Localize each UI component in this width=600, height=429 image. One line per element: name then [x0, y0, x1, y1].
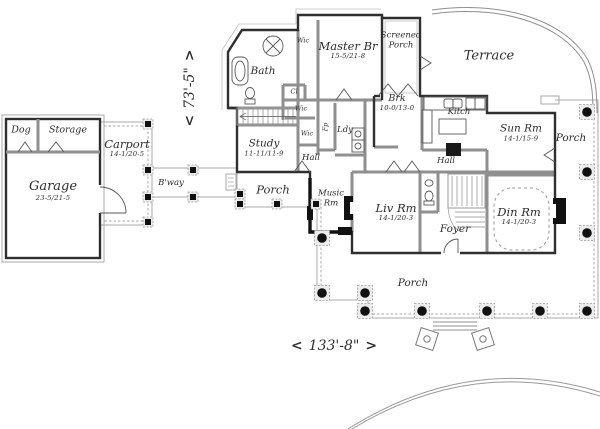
- room-dims: 14-1/20-3: [378, 213, 414, 222]
- dimension-overall-width: <133'-8" >: [288, 338, 380, 355]
- bath-fixtures: [231, 35, 284, 105]
- room-label-study: Study 11-11/11-9: [244, 138, 283, 157]
- room-name: Wic: [294, 104, 308, 113]
- room-label-wic-master: Wic: [296, 36, 310, 45]
- room-name: Garage: [28, 178, 78, 194]
- room-label-storage: Storage: [49, 124, 87, 137]
- room-label-breakfast: Brk 10-0/13-0: [379, 92, 415, 112]
- room-dims: 14-1/15-9: [503, 134, 539, 143]
- room-name: Brk: [388, 92, 406, 104]
- room-name: Din Rm: [497, 204, 541, 219]
- room-name: Terrace: [463, 48, 515, 64]
- room-label-breezeway: B'way: [158, 179, 184, 189]
- room-name: B'way: [158, 178, 184, 189]
- room-label-sun-room: Sun Rm 14-1/15-9: [500, 123, 542, 142]
- room-name: Foyer: [439, 223, 471, 236]
- room-name-line2: Rm: [323, 198, 339, 208]
- room-name: Carport: [104, 136, 150, 151]
- room-name: Storage: [49, 124, 87, 136]
- dimension-arrow-left-icon: <: [182, 114, 199, 127]
- kitchen-fixtures: [421, 96, 488, 156]
- room-name-line1: Screened: [380, 30, 422, 41]
- room-name: Porch: [397, 277, 429, 290]
- stairs-northwest: [236, 107, 299, 126]
- room-name: Wic: [296, 36, 310, 45]
- room-label-wic-hall: Wic: [294, 104, 308, 113]
- room-label-terrace: Terrace: [463, 48, 515, 65]
- room-name: Bath: [250, 65, 276, 78]
- room-dims: 14-1/20-5: [109, 149, 145, 158]
- room-name: Master Br: [318, 38, 378, 53]
- room-name: Porch: [555, 132, 587, 145]
- dimension-value: 133'-8": [308, 338, 360, 355]
- room-label-music-room: Music Rm: [318, 189, 344, 208]
- room-name: Wic: [300, 129, 314, 138]
- room-dims: 14-1/20-3: [501, 217, 537, 226]
- room-label-porch-west: Porch: [256, 182, 290, 197]
- doors: [17, 55, 556, 256]
- powder-fixtures: [423, 179, 435, 206]
- room-label-hall-east: Hall: [437, 157, 455, 167]
- dimension-overall-height: <73'-5" >: [182, 46, 199, 129]
- music-room-walls: [307, 178, 352, 235]
- room-name: Fp: [321, 122, 330, 132]
- room-label-wic-study: Wic: [300, 129, 314, 138]
- fireplaces: [344, 196, 566, 224]
- room-dims: 10-0/13-0: [379, 103, 415, 112]
- terrace-curve: [431, 7, 598, 114]
- room-dims: 23-5/21-5: [35, 193, 71, 202]
- room-label-closet: Cl: [290, 87, 298, 96]
- room-label-porch-south: Porch: [397, 277, 429, 290]
- room-label-hall-west: Hall: [302, 154, 320, 164]
- laundry-fixtures: [351, 127, 365, 153]
- dimension-arrow-right-icon: >: [365, 338, 378, 355]
- dimension-value: 73'-5": [182, 67, 199, 109]
- room-name: Liv Rm: [375, 200, 417, 215]
- dining-rug: [493, 187, 550, 251]
- room-label-laundry: Ldy: [337, 126, 353, 136]
- dimension-arrow-right-icon: >: [182, 49, 199, 62]
- room-name: Hall: [437, 156, 455, 167]
- room-label-living-room: Liv Rm 14-1/20-3: [375, 200, 417, 222]
- room-label-dining-room: Din Rm 14-1/20-3: [497, 204, 541, 226]
- room-name: Study: [248, 137, 280, 150]
- room-name: Sun Rm: [500, 122, 542, 135]
- room-name: Ldy: [337, 125, 353, 136]
- room-name-line2: Porch: [388, 40, 414, 50]
- room-label-kitchen: Kitch: [448, 108, 471, 118]
- room-name: Porch: [256, 182, 290, 197]
- room-dims: 15-5/21-8: [330, 51, 366, 60]
- room-name: Cl: [290, 87, 298, 96]
- dimension-arrow-left-icon: <: [290, 338, 303, 355]
- room-name: Hall: [302, 153, 320, 164]
- room-label-garage: Garage 23-5/21-5: [28, 178, 78, 202]
- room-label-carport: Carport 14-1/20-5: [104, 136, 150, 158]
- stairs-foyer: [447, 173, 486, 233]
- room-name: Dog: [11, 124, 31, 136]
- room-label-screened-porch: Screened Porch: [381, 31, 422, 50]
- room-label-dog: Dog: [11, 124, 31, 137]
- room-dims: 11-11/11-9: [244, 149, 284, 158]
- room-name-line1: Music: [317, 188, 345, 199]
- room-label-fireplace: Fp: [321, 122, 330, 132]
- entry-steps: [415, 321, 495, 351]
- room-label-master-bedroom: Master Br 15-5/21-8: [318, 38, 378, 60]
- room-name: Kitch: [447, 107, 471, 118]
- room-label-foyer: Foyer: [439, 223, 471, 236]
- room-label-bath: Bath: [250, 65, 276, 78]
- driveway-arc: [347, 377, 600, 429]
- room-label-porch-east: Porch: [555, 132, 587, 145]
